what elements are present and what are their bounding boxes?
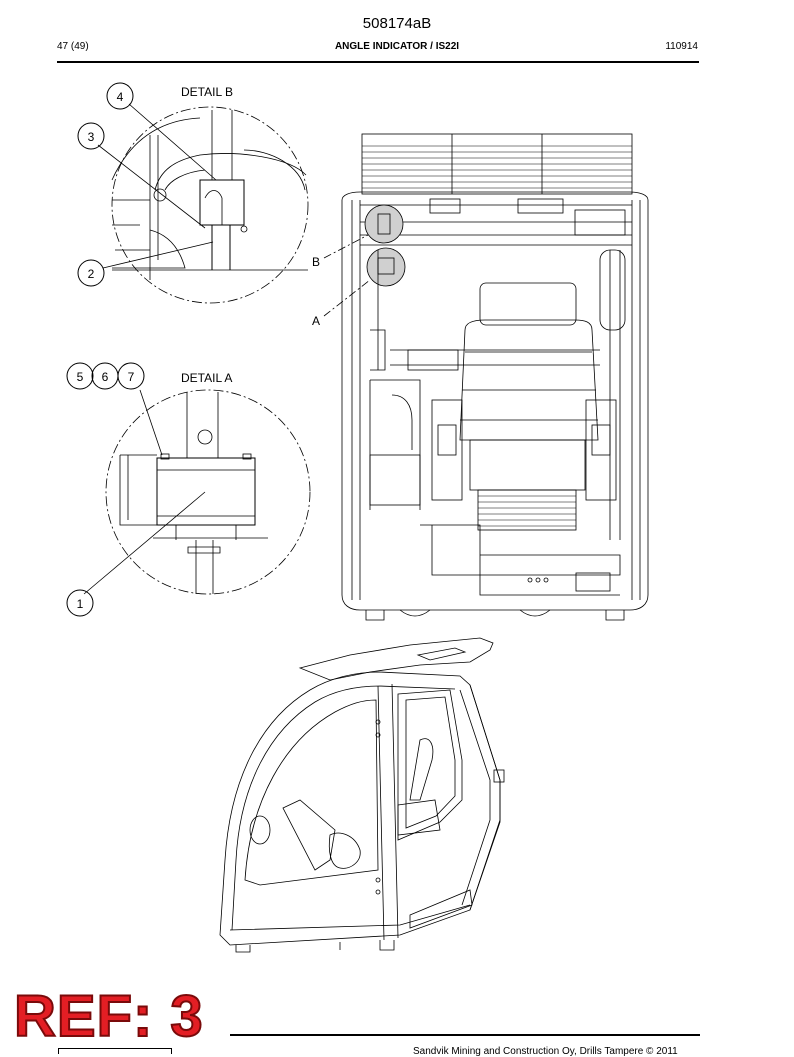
callout-2: 2: [88, 267, 95, 281]
callout-6: 6: [102, 370, 109, 384]
detail-a: DETAIL A 5 6 7 1: [66, 362, 311, 617]
callout-5: 5: [77, 370, 84, 384]
header-rule: [57, 61, 699, 63]
detail-b: DETAIL B 4 3 2: [77, 82, 309, 304]
cabin-front-view: B A: [312, 133, 649, 621]
view-label-b: B: [312, 255, 320, 269]
ref-stamp: REF: 3: [13, 983, 204, 1050]
footer-rule: [230, 1034, 700, 1036]
callout-1: 1: [77, 597, 84, 611]
document-id: 508174aB: [362, 15, 432, 32]
callout-3: 3: [88, 130, 95, 144]
detail-b-label: DETAIL B: [181, 85, 233, 99]
roof-grille-lines: [362, 145, 632, 189]
footer-copyright: Sandvik Mining and Construction Oy, Dril…: [413, 1046, 678, 1057]
callout-7: 7: [128, 370, 135, 384]
company-logo: [58, 1048, 172, 1054]
callout-4: 4: [117, 90, 124, 104]
cabin-side-view: [219, 637, 505, 953]
detail-a-label: DETAIL A: [181, 371, 232, 385]
page-number: 47 (49): [57, 41, 89, 52]
view-label-a: A: [312, 314, 320, 328]
page-title: ANGLE INDICATOR / IS22I: [334, 41, 460, 52]
document-date: 110914: [665, 41, 698, 52]
